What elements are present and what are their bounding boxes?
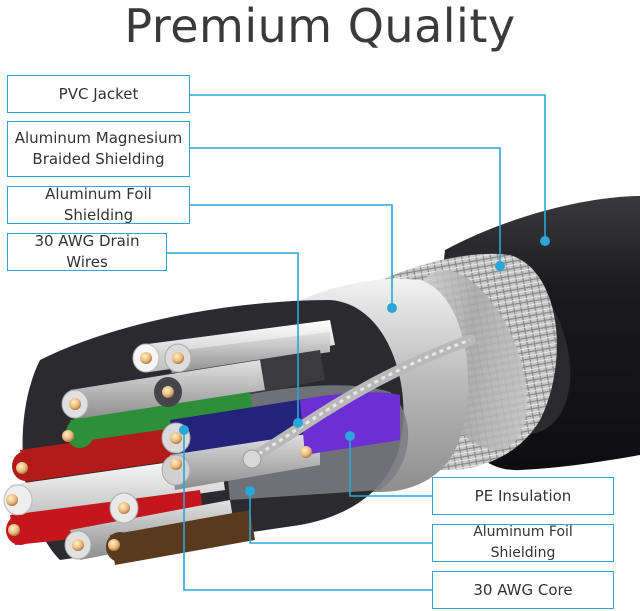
copper-cores	[6, 352, 312, 551]
label-foil-outer: Aluminum Foil Shielding	[7, 185, 190, 224]
label-drain-wires: 30 AWG Drain Wires	[7, 232, 167, 271]
label-core: 30 AWG Core	[432, 571, 614, 609]
label-braided-shielding: Aluminum Magnesium Braided Shielding	[7, 121, 190, 177]
label-braided-line1: Aluminum Magnesium	[14, 129, 183, 147]
label-pvc-jacket-text: PVC Jacket	[58, 84, 139, 103]
label-foil-inner-text: Aluminum Foil Shielding	[473, 524, 573, 561]
page-title: Premium Quality	[124, 0, 516, 53]
label-foil-inner: Aluminum Foil Shielding	[432, 524, 614, 562]
label-braided-line2: Braided Shielding	[32, 150, 165, 168]
label-core-text: 30 AWG Core	[473, 580, 573, 599]
label-foil-outer-text: Aluminum Foil Shielding	[45, 185, 152, 224]
drain-wire	[246, 334, 476, 464]
label-pe-insulation: PE Insulation	[432, 477, 614, 515]
callout-lines	[167, 94, 546, 591]
label-pvc-jacket: PVC Jacket	[7, 75, 190, 113]
label-drain-wires-text: 30 AWG Drain Wires	[34, 232, 140, 271]
callout-dots	[179, 236, 550, 496]
label-pe-insulation-text: PE Insulation	[474, 486, 572, 505]
